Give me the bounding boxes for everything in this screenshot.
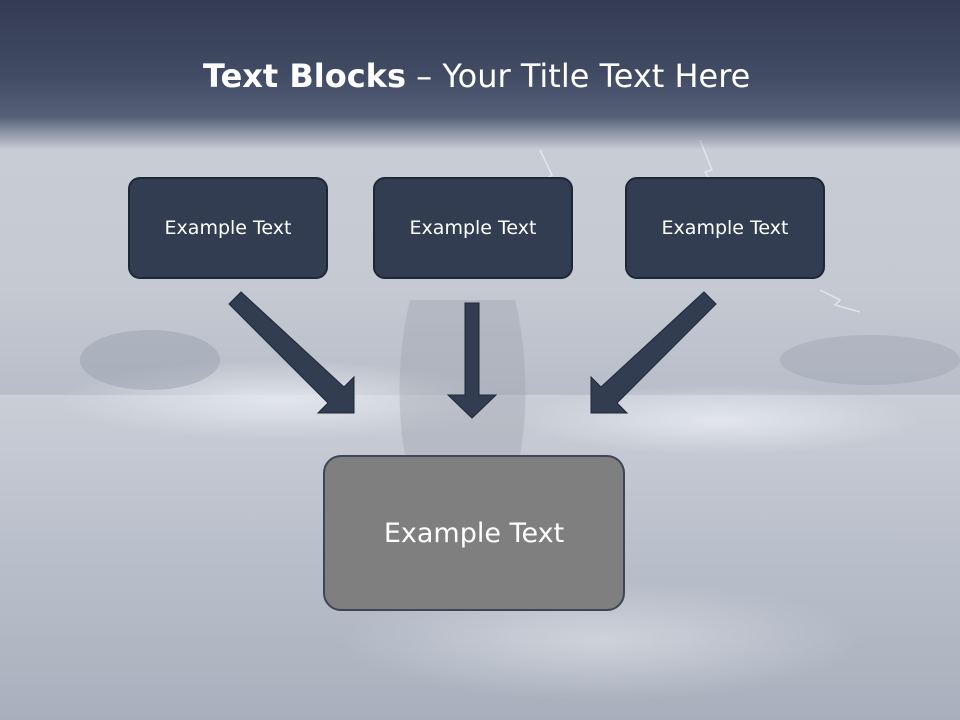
title-bar xyxy=(0,0,960,150)
text-block-bottom[interactable]: Example Text xyxy=(323,455,625,611)
text-block-top-right[interactable]: Example Text xyxy=(625,177,825,279)
text-block-top-right-label: Example Text xyxy=(661,217,789,239)
text-block-bottom-label: Example Text xyxy=(383,517,565,549)
title-bold: Text Blocks xyxy=(203,57,406,95)
title-rest: – Your Title Text Here xyxy=(406,57,751,95)
arrow-top-left xyxy=(228,291,355,414)
slide-title: Text Blocks – Your Title Text Here xyxy=(203,53,903,99)
arrow-top-right xyxy=(590,291,717,414)
text-block-top-center-label: Example Text xyxy=(409,217,537,239)
text-block-top-left[interactable]: Example Text xyxy=(128,177,328,279)
text-block-top-left-label: Example Text xyxy=(164,217,292,239)
text-block-top-center[interactable]: Example Text xyxy=(373,177,573,279)
arrow-top-center xyxy=(446,302,498,419)
